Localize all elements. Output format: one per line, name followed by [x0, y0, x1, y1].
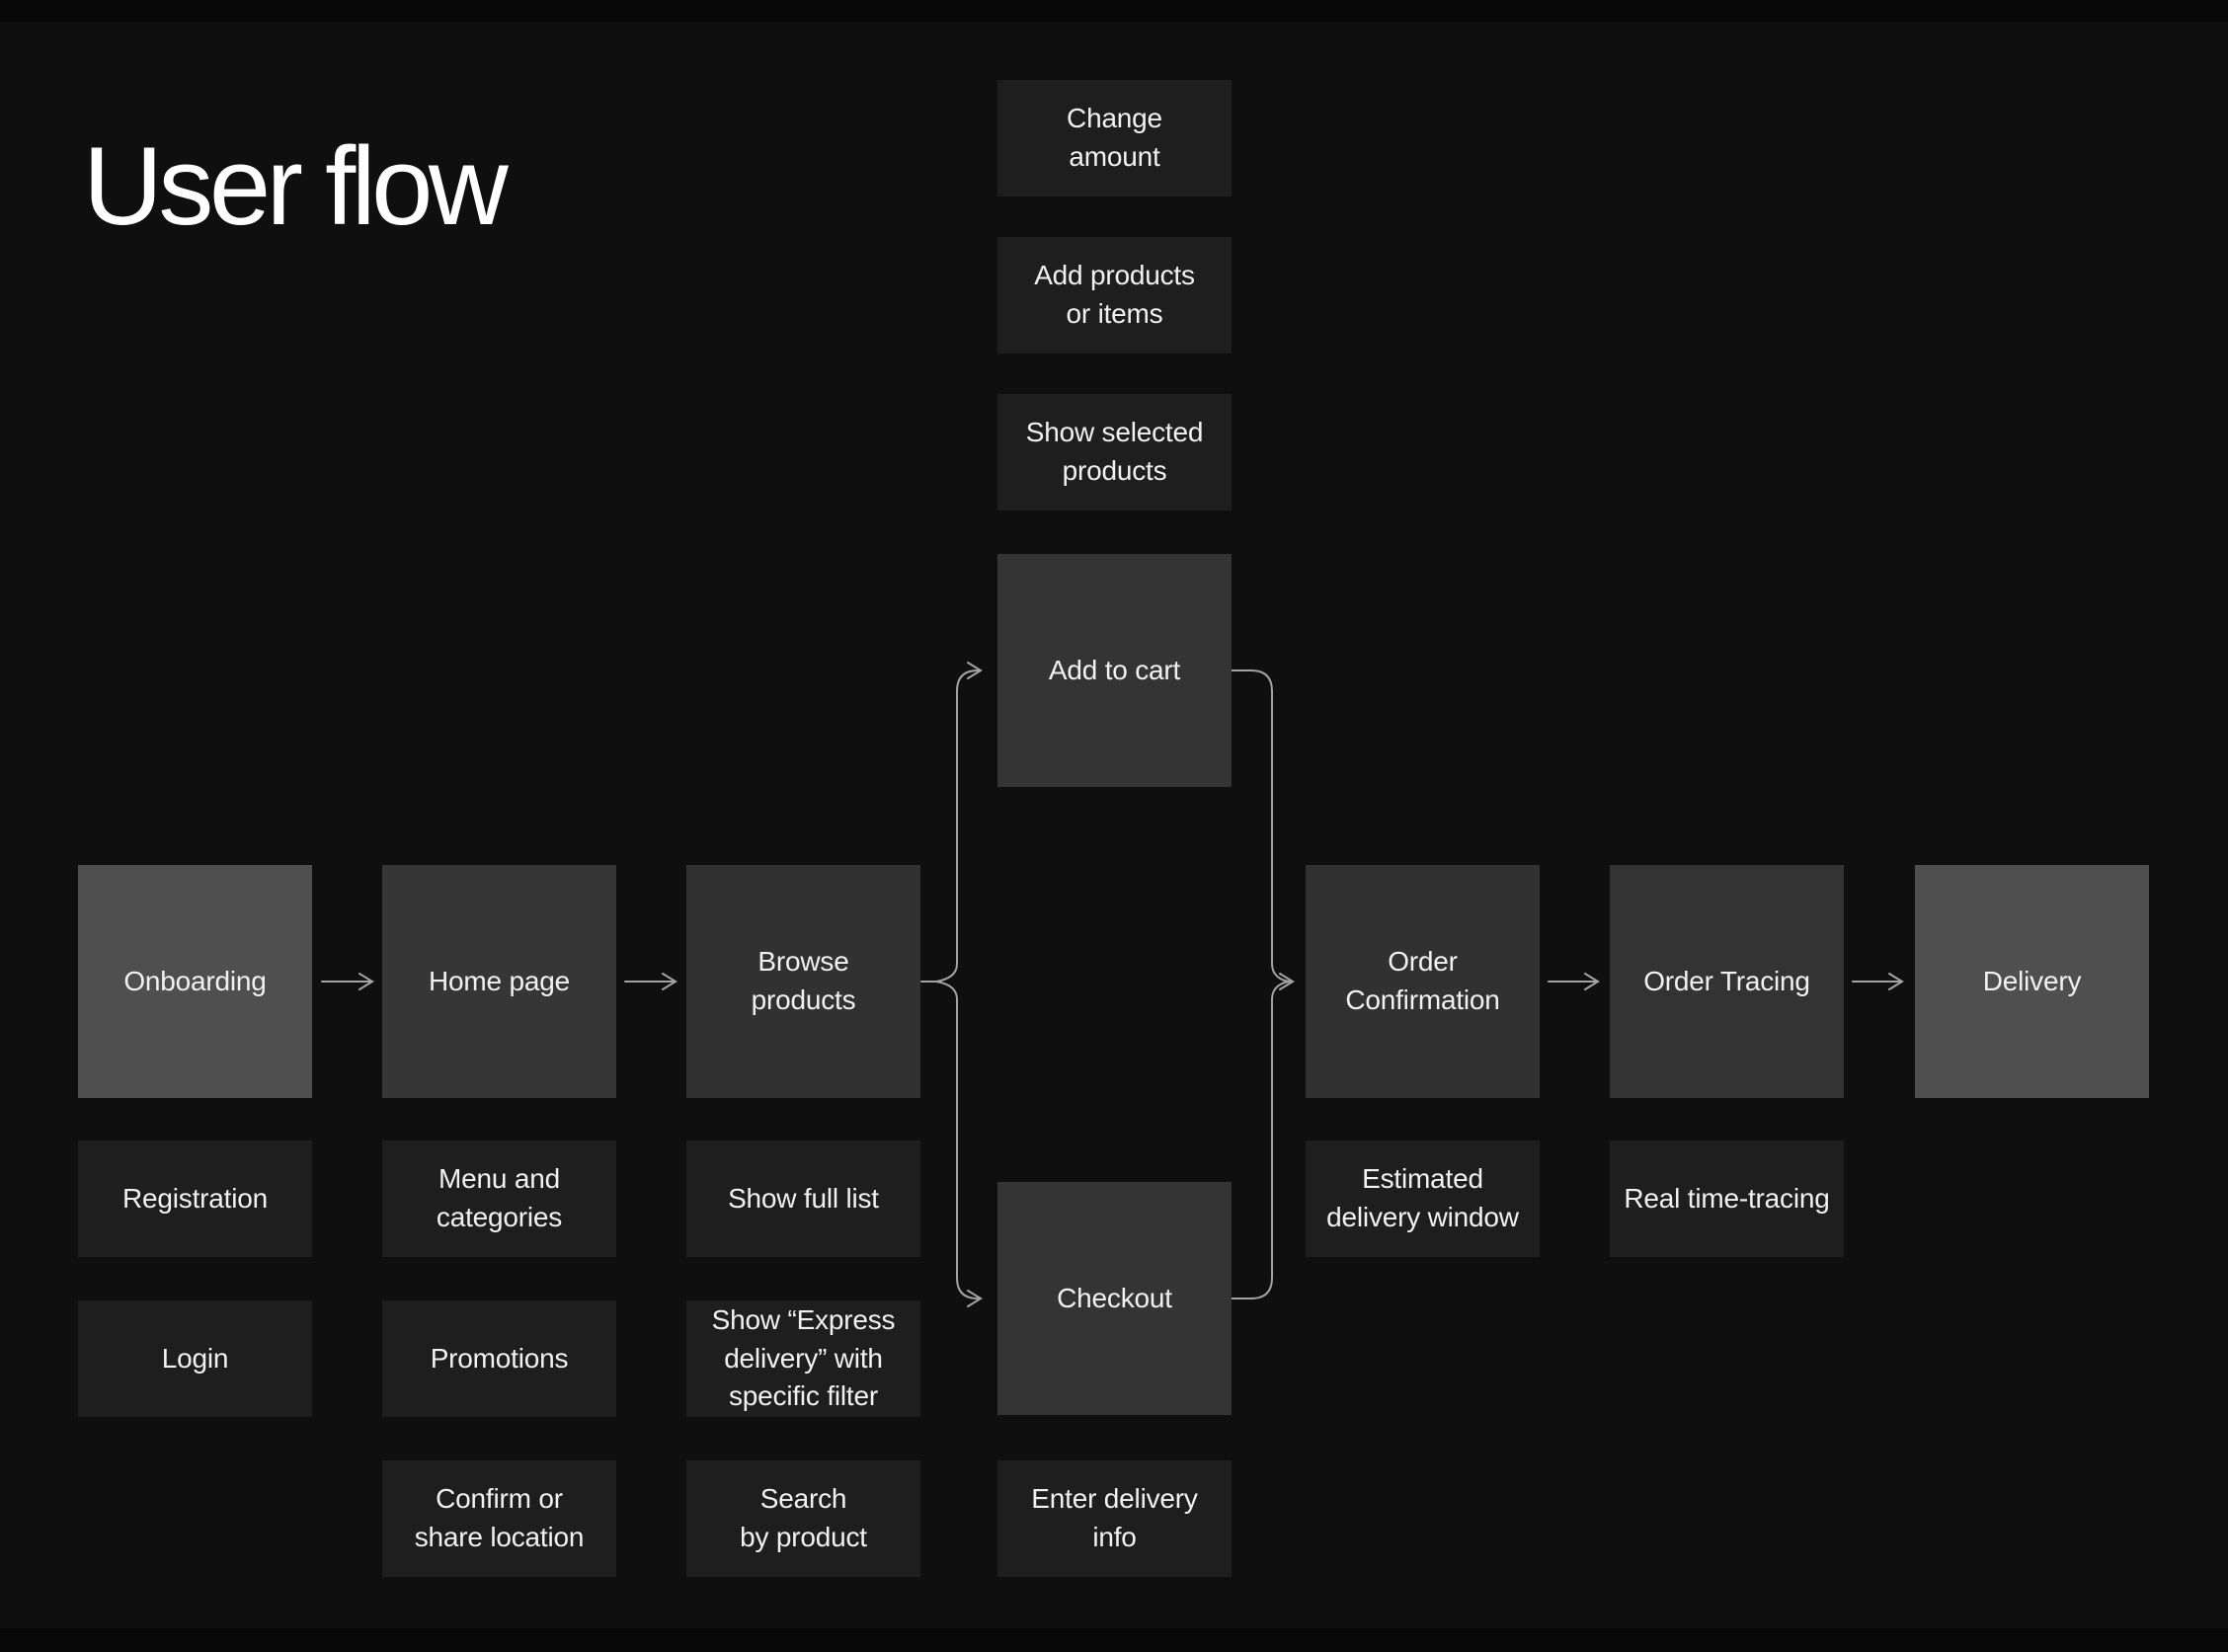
connector-add-to-cart-merge	[1231, 669, 1291, 983]
page-title: User flow	[83, 124, 509, 249]
arrow-browse-to-checkout	[935, 981, 983, 1307]
bottom-edge-band	[0, 1628, 2228, 1652]
node-delivery: Delivery	[1915, 865, 2149, 1098]
node-enter-delivery-info: Enter delivery info	[997, 1460, 1232, 1577]
node-add-products-or-items: Add products or items	[997, 237, 1232, 354]
node-order-tracing: Order Tracing	[1610, 865, 1844, 1098]
node-estimated-delivery-window: Estimated delivery window	[1306, 1141, 1540, 1257]
node-search-by-product: Search by product	[686, 1460, 920, 1577]
top-edge-band	[0, 0, 2228, 22]
node-order-confirmation: Order Confirmation	[1306, 865, 1540, 1098]
node-registration: Registration	[78, 1141, 312, 1257]
node-login: Login	[78, 1300, 312, 1417]
node-add-to-cart: Add to cart	[997, 554, 1232, 787]
node-change-amount: Change amount	[997, 80, 1232, 197]
node-browse-products: Browse products	[686, 865, 920, 1098]
node-show-full-list: Show full list	[686, 1141, 920, 1257]
node-onboarding: Onboarding	[78, 865, 312, 1098]
node-checkout: Checkout	[997, 1182, 1232, 1415]
node-show-selected-products: Show selected products	[997, 394, 1232, 511]
node-home-page: Home page	[382, 865, 616, 1098]
node-confirm-or-share-location: Confirm or share location	[382, 1460, 616, 1577]
node-real-time-tracing: Real time-tracing	[1610, 1141, 1844, 1257]
node-menu-and-categories: Menu and categories	[382, 1141, 616, 1257]
connector-checkout-merge	[1231, 981, 1291, 1299]
arrow-browse-to-add-to-cart	[920, 662, 983, 983]
node-promotions: Promotions	[382, 1300, 616, 1417]
node-express-delivery-filter: Show “Express delivery” with specific fi…	[686, 1300, 920, 1417]
